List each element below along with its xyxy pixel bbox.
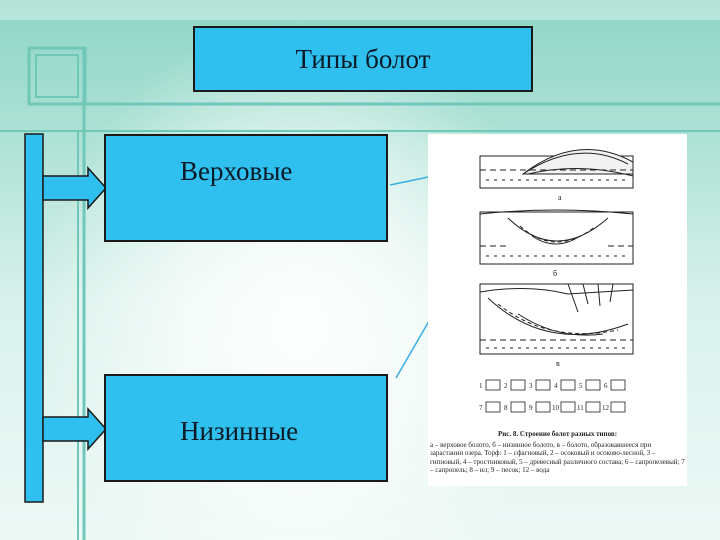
type-box-upper: Верховые	[104, 134, 388, 242]
legend-number: 7	[479, 404, 483, 412]
panel-label-b: б	[553, 269, 557, 278]
legend-number: 11	[577, 404, 584, 412]
legend-number: 8	[504, 404, 508, 412]
legend-number: 10	[552, 404, 560, 412]
type-label-upper: Верховые	[180, 156, 293, 186]
panel-label-a: а	[558, 193, 562, 202]
legend-number: 3	[529, 382, 533, 390]
type-box-lower: Низинные	[104, 374, 388, 482]
bog-structure-figure: а б в	[428, 134, 687, 486]
legend-number: 6	[604, 382, 608, 390]
legend-number: 2	[504, 382, 508, 390]
panel-lake-bog	[479, 283, 634, 355]
legend-number: 5	[579, 382, 583, 390]
figure-caption-text: а – верховое болото, б – низинное болото…	[430, 440, 685, 475]
figure-caption-title: Рис. 8. Строение болот разных типов:	[497, 430, 618, 438]
legend-number: 1	[479, 382, 483, 390]
figure-caption: Рис. 8. Строение болот разных типов: а –…	[428, 430, 687, 475]
legend-number: 9	[529, 404, 533, 412]
panel-lowland-bog	[479, 209, 634, 265]
bog-cross-sections: а б в	[479, 149, 634, 413]
figure-legend	[485, 379, 626, 413]
legend-number: 12	[602, 404, 610, 412]
panel-raised-bog	[479, 149, 634, 189]
type-label-lower: Низинные	[180, 416, 299, 446]
slide-title-box: Типы болот	[193, 26, 533, 92]
panel-label-c: в	[556, 359, 560, 368]
legend-number: 4	[554, 382, 558, 390]
slide-title: Типы болот	[295, 43, 431, 74]
